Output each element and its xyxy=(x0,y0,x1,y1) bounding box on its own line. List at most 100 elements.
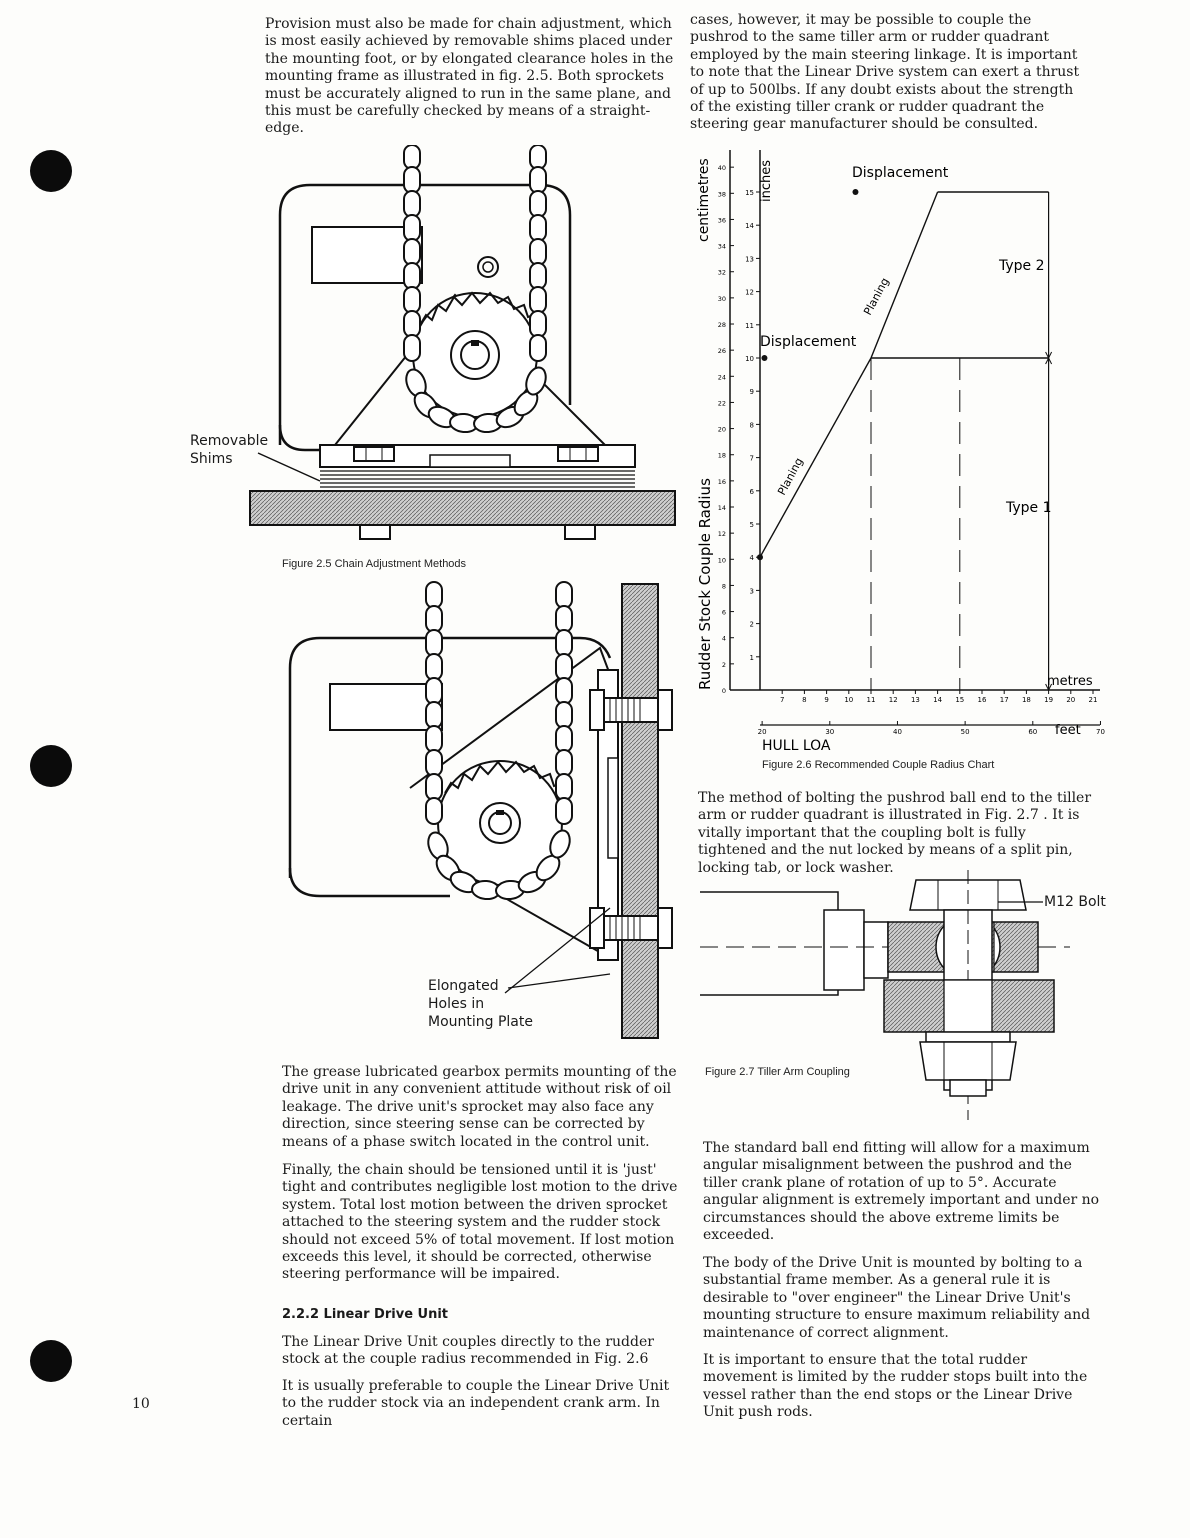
y-tick-label-cm: 0 xyxy=(722,687,726,695)
y-tick-label-in: 2 xyxy=(750,621,754,629)
series-line-0 xyxy=(759,357,872,558)
y-tick-label-cm: 12 xyxy=(718,530,726,538)
marker-displacement-upper xyxy=(852,189,859,195)
y-unit-centimetres: centimetres xyxy=(696,158,712,242)
figure-2-7-caption: Figure 2.7 Tiller Arm Coupling xyxy=(705,1066,850,1078)
paragraph-rudder-stops: It is important to ensure that the total… xyxy=(703,1352,1088,1421)
x-tick-label-ft: 20 xyxy=(758,728,767,736)
y-tick-label-in: 15 xyxy=(745,189,754,197)
y-tick-label-cm: 8 xyxy=(722,582,726,590)
paragraph-chain-tension: Finally, the chain should be tensioned u… xyxy=(282,1162,678,1283)
y-tick-label-in: 4 xyxy=(750,554,755,562)
paragraph-grease-gearbox: The grease lubricated gearbox permits mo… xyxy=(282,1064,677,1150)
y-unit-inches: inches xyxy=(759,160,774,202)
punch-hole xyxy=(30,150,72,192)
y-tick-label-cm: 36 xyxy=(718,216,726,224)
label-mounting-plate: Mounting Plate xyxy=(428,1014,533,1030)
x-tick-label-m: 17 xyxy=(1000,696,1009,704)
y-tick-label-in: 11 xyxy=(745,322,754,330)
figure-2-6-caption: Figure 2.6 Recommended Couple Radius Cha… xyxy=(762,759,995,771)
y-tick-label-cm: 18 xyxy=(718,452,726,460)
x-axis-label: HULL LOA xyxy=(762,738,831,750)
x-tick-label-m: 14 xyxy=(933,696,942,704)
paragraph-pushrod-tiller: cases, however, it may be possible to co… xyxy=(690,12,1080,133)
series-line-1 xyxy=(870,191,939,359)
section-heading-2-2-2: 2.2.2 Linear Drive Unit xyxy=(282,1307,449,1322)
arrow-type1-top xyxy=(1045,356,1053,365)
x-tick-label-m: 9 xyxy=(824,696,828,704)
label-planing-upper: Planing xyxy=(861,276,891,318)
paragraph-chain-adjustment: Provision must also be made for chain ad… xyxy=(265,16,674,137)
x-tick-label-m: 16 xyxy=(978,696,987,704)
y-tick-label-cm: 16 xyxy=(718,478,726,486)
marker-start xyxy=(757,554,763,561)
paragraph-crank-arm: It is usually preferable to couple the L… xyxy=(282,1378,670,1429)
y-tick-label-cm: 2 xyxy=(722,661,726,669)
x-tick-label-m: 18 xyxy=(1022,696,1031,704)
y-tick-label-cm: 24 xyxy=(718,373,726,381)
figure-2-5-caption: Figure 2.5 Chain Adjustment Methods xyxy=(282,558,467,570)
label-elongated: Elongated xyxy=(428,978,499,994)
x-tick-label-m: 10 xyxy=(844,696,853,704)
y-tick-label-in: 9 xyxy=(750,388,754,396)
y-tick-label-cm: 28 xyxy=(718,321,726,329)
y-tick-label-in: 1 xyxy=(750,654,754,662)
x-tick-label-m: 19 xyxy=(1044,696,1053,704)
label-m12-bolt: M12 Bolt xyxy=(1044,894,1106,910)
x-tick-label-ft: 40 xyxy=(893,728,902,736)
y-tick-label-cm: 38 xyxy=(718,190,726,198)
paragraph-drive-unit-body: The body of the Drive Unit is mounted by… xyxy=(703,1255,1091,1341)
x-tick-label-m: 13 xyxy=(911,696,920,704)
y-tick-label-cm: 20 xyxy=(718,426,726,434)
x-tick-label-m: 8 xyxy=(802,696,806,704)
y-tick-label-cm: 22 xyxy=(718,399,726,407)
y-tick-label-cm: 40 xyxy=(718,164,726,172)
punch-hole xyxy=(30,1340,72,1382)
x-tick-label-ft: 70 xyxy=(1096,728,1105,736)
figure-2-7-tiller-coupling-diagram xyxy=(700,870,1070,1120)
y-tick-label-in: 7 xyxy=(750,455,754,463)
y-tick-label-cm: 4 xyxy=(722,635,726,643)
page-number: 10 xyxy=(132,1396,150,1412)
label-displacement-lower: Displacement xyxy=(760,334,857,350)
paragraph-bolting-method: The method of bolting the pushrod ball e… xyxy=(698,790,1092,876)
x-unit-metres: metres xyxy=(1047,674,1093,689)
y-tick-label-cm: 32 xyxy=(718,269,726,277)
x-unit-feet: feet xyxy=(1055,723,1081,738)
y-tick-label-in: 5 xyxy=(750,521,754,529)
y-tick-label-cm: 26 xyxy=(718,347,726,355)
x-tick-label-m: 20 xyxy=(1066,696,1075,704)
y-tick-label-cm: 34 xyxy=(718,243,726,251)
x-tick-label-ft: 60 xyxy=(1028,728,1037,736)
x-tick-label-m: 11 xyxy=(867,696,876,704)
figure-2-5-shims-diagram xyxy=(249,145,676,540)
label-type-1: Type 1 xyxy=(1005,500,1052,516)
label-displacement-upper: Displacement xyxy=(852,165,949,181)
figure-2-5-elongated-holes-diagram xyxy=(288,581,673,1039)
label-type-2: Type 2 xyxy=(998,258,1045,274)
x-tick-label-m: 7 xyxy=(780,696,784,704)
y-tick-label-cm: 6 xyxy=(722,609,726,617)
y-tick-label-in: 3 xyxy=(750,587,754,595)
x-tick-label-m: 12 xyxy=(889,696,898,704)
label-planing-lower: Planing xyxy=(775,456,805,498)
y-tick-label-in: 12 xyxy=(745,289,754,297)
y-tick-label-cm: 10 xyxy=(718,556,726,564)
figure-2-6-chart: 0246810121416182022242628303234363840123… xyxy=(696,150,1105,750)
y-tick-label-cm: 14 xyxy=(718,504,726,512)
x-tick-label-m: 15 xyxy=(955,696,964,704)
y-axis-label: Rudder Stock Couple Radius xyxy=(696,478,714,690)
label-shims: Shims xyxy=(190,451,233,467)
marker-displacement xyxy=(761,355,768,361)
label-removable: Removable xyxy=(190,433,269,449)
y-tick-label-in: 13 xyxy=(745,255,754,263)
arrow-type1-bottom xyxy=(1045,683,1053,692)
paragraph-ball-end-fitting: The standard ball end fitting will allow… xyxy=(703,1140,1100,1244)
punch-hole xyxy=(30,745,72,787)
y-tick-label-in: 14 xyxy=(745,222,754,230)
paragraph-linear-drive-couples: The Linear Drive Unit couples directly t… xyxy=(282,1334,654,1368)
x-tick-label-m: 21 xyxy=(1089,696,1098,704)
y-tick-label-in: 6 xyxy=(750,488,755,496)
y-tick-label-in: 10 xyxy=(745,355,754,363)
y-tick-label-in: 8 xyxy=(750,421,754,429)
